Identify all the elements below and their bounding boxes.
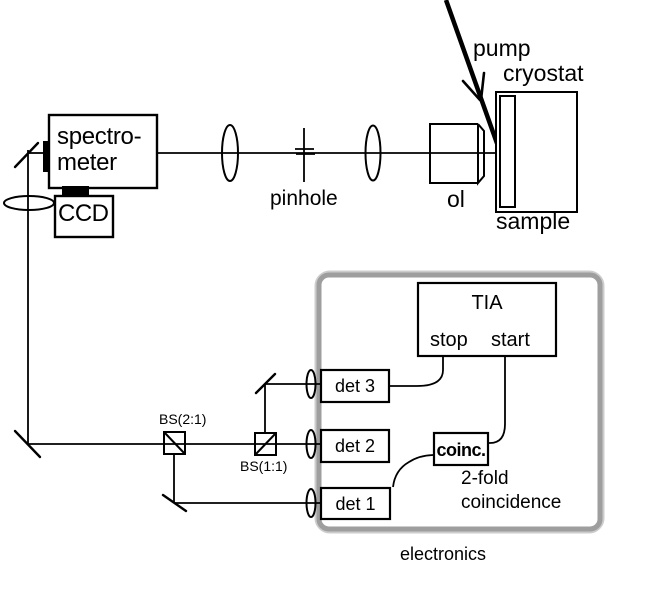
spectrometer-label: spectro- meter xyxy=(57,123,142,176)
spectrometer-label-line1: spectro- xyxy=(57,123,142,150)
det3-box xyxy=(319,368,391,404)
sample-label: sample xyxy=(496,208,571,234)
beamsplitter-11-cube xyxy=(254,432,277,456)
lens-vertical-path-icon xyxy=(3,195,55,211)
mirror-bottom-left-icon xyxy=(13,429,42,459)
lens-det1-icon xyxy=(305,488,317,518)
tia-box xyxy=(416,281,558,358)
det1-box xyxy=(319,486,392,521)
lens-det3-icon xyxy=(305,369,317,399)
mirror-above-bs11-icon xyxy=(254,372,277,395)
cable-det3-to-stop xyxy=(389,357,444,387)
lens-after-spectrometer-icon xyxy=(221,124,239,182)
pump-label: pump xyxy=(473,35,531,61)
coincidence-label-line1: 2-fold xyxy=(461,468,509,489)
coinc-label: coinc. xyxy=(436,440,486,460)
det3-label: det 3 xyxy=(334,376,376,396)
beamsplitter-21-diagonal xyxy=(163,431,186,455)
tia-label: TIA xyxy=(471,292,503,314)
tia-stop-label: stop xyxy=(430,329,468,351)
lens-before-objective-icon xyxy=(364,124,382,182)
mirror-below-bs21-icon xyxy=(161,493,188,513)
det2-box xyxy=(319,428,391,464)
ccd-box xyxy=(53,194,115,239)
beamsplitter-11-label: BS(1:1) xyxy=(240,458,288,474)
spectrometer-entrance-slit xyxy=(43,141,50,172)
beamsplitter-21-cube xyxy=(163,431,186,455)
coincidence-label-line2: coincidence xyxy=(461,492,562,513)
objective-front-cap xyxy=(477,123,485,186)
lens-det2-icon xyxy=(305,429,317,459)
cryostat-label: cryostat xyxy=(503,60,584,86)
pump-beam xyxy=(443,0,502,150)
cable-start-to-coinc xyxy=(488,357,506,444)
sample-box xyxy=(499,95,516,208)
pinhole-icon xyxy=(295,128,315,182)
cable-det1-to-coinc xyxy=(392,454,434,488)
objective-body xyxy=(429,123,478,184)
ccd-mount-block xyxy=(62,186,89,195)
coinc-box xyxy=(432,431,490,467)
electronics-panel-label: electronics xyxy=(400,544,487,564)
mirror-top-left-icon xyxy=(13,141,40,169)
tia-start-label: start xyxy=(491,329,530,351)
objective-label: ol xyxy=(447,186,465,212)
ccd-label: CCD xyxy=(58,200,109,227)
pinhole-label: pinhole xyxy=(270,187,338,210)
beamsplitter-21-label: BS(2:1) xyxy=(159,411,207,427)
objective-lens-icon xyxy=(429,123,485,186)
spectrometer-label-line2: meter xyxy=(57,149,117,176)
pump-arrowhead-icon xyxy=(461,71,486,102)
spectrometer-box xyxy=(47,113,159,190)
det1-label: det 1 xyxy=(335,494,376,514)
beamsplitter-11-diagonal xyxy=(254,432,277,456)
det2-label: det 2 xyxy=(334,436,376,456)
pump-beam-line xyxy=(443,0,502,150)
